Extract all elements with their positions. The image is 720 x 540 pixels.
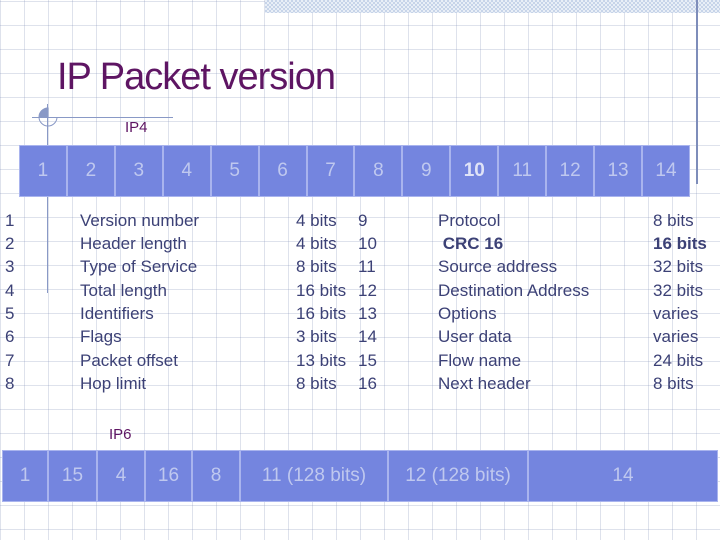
field-bits: 4 bits <box>296 210 337 230</box>
ip6-cell-11: 11 (128 bits) <box>240 450 388 502</box>
field-number: 7 <box>5 350 15 370</box>
ip4-cell-2: 2 <box>66 145 115 197</box>
ip4-cell-11: 11 <box>498 145 547 197</box>
field-name: Packet offset <box>80 350 178 370</box>
ip4-header-row: 1 2 3 4 5 6 7 8 9 10 11 12 13 14 <box>19 145 690 197</box>
field-name: Protocol <box>438 210 501 230</box>
field-names-left: Version number Header length Type of Ser… <box>80 209 199 396</box>
field-bits: 32 bits <box>653 257 704 277</box>
field-name: Type of Service <box>80 257 198 277</box>
field-bits: 8 bits <box>653 210 694 230</box>
ip4-cell-12: 12 <box>546 145 595 197</box>
field-bits: 8 bits <box>296 374 337 394</box>
ip4-cell-3: 3 <box>114 145 163 197</box>
field-number: 15 <box>358 350 377 370</box>
ip4-cell-13: 13 <box>594 145 642 197</box>
field-numbers-left: 1 2 3 4 5 6 7 8 <box>5 209 14 396</box>
ip6-label: IP6 <box>109 426 132 443</box>
right-rule-line <box>696 0 698 184</box>
field-bits: 24 bits <box>653 350 704 370</box>
top-decoration-band <box>265 0 720 13</box>
ip4-cell-14: 14 <box>641 145 690 197</box>
field-number: 12 <box>358 280 377 300</box>
compass-icon <box>35 103 61 138</box>
field-number: 3 <box>5 257 15 277</box>
ip4-cell-8: 8 <box>354 145 403 197</box>
field-number: 1 <box>5 210 15 230</box>
field-number: 9 <box>358 210 368 230</box>
ip6-cell-8: 8 <box>192 450 240 502</box>
field-number: 8 <box>5 374 15 394</box>
ip4-cell-6: 6 <box>258 145 307 197</box>
ip6-cell-12: 12 (128 bits) <box>388 450 528 502</box>
ip6-cell-15: 15 <box>48 450 97 502</box>
ip4-cell-9: 9 <box>402 145 451 197</box>
field-bits-right: 8 bits 16 bits 32 bits 32 bits varies va… <box>653 209 707 396</box>
field-name: Total length <box>80 280 167 300</box>
field-name: User data <box>438 327 512 347</box>
left-rule-line <box>47 104 48 293</box>
field-number: 2 <box>5 234 15 254</box>
title-underline <box>32 117 173 118</box>
ip4-cell-10: 10 <box>450 145 499 197</box>
ip4-cell-7: 7 <box>306 145 355 197</box>
field-names-right: Protocol CRC 16 Source address Destinati… <box>438 209 589 396</box>
field-name: Next header <box>438 374 531 394</box>
ip4-cell-1: 1 <box>19 145 67 197</box>
ip4-cell-5: 5 <box>210 145 259 197</box>
field-bits-left: 4 bits 4 bits 8 bits 16 bits 16 bits 3 b… <box>296 209 346 396</box>
field-bits: 32 bits <box>653 280 704 300</box>
field-bits: 16 bits <box>653 234 707 254</box>
field-name: Identifiers <box>80 304 154 324</box>
ip4-cell-4: 4 <box>162 145 211 197</box>
field-number: 14 <box>358 327 377 347</box>
field-name: Header length <box>80 234 187 254</box>
field-name: CRC 16 <box>438 234 504 254</box>
field-number: 11 <box>358 257 376 277</box>
ip6-cell-1: 1 <box>2 450 48 502</box>
ip6-cell-4: 4 <box>97 450 145 502</box>
ip6-header-row: 1 15 4 16 8 11 (128 bits) 12 (128 bits) … <box>2 450 718 502</box>
field-name: Source address <box>438 257 558 277</box>
ip4-label: IP4 <box>125 119 148 136</box>
field-bits: varies <box>653 304 699 324</box>
ip6-cell-14: 14 <box>528 450 718 502</box>
field-number: 6 <box>5 327 15 347</box>
field-bits: 8 bits <box>653 374 694 394</box>
field-name: Version number <box>80 210 200 230</box>
field-bits: 13 bits <box>296 350 347 370</box>
field-number: 16 <box>358 374 377 394</box>
field-name: Destination Address <box>438 280 590 300</box>
field-bits: 8 bits <box>296 257 337 277</box>
page-title: IP Packet version <box>57 56 336 98</box>
field-number: 13 <box>358 304 377 324</box>
field-number: 5 <box>5 304 15 324</box>
field-bits: varies <box>653 327 699 347</box>
field-number: 4 <box>5 280 15 300</box>
ip6-cell-16: 16 <box>145 450 192 502</box>
field-bits: 4 bits <box>296 234 337 254</box>
field-number: 10 <box>358 234 377 254</box>
field-name: Hop limit <box>80 374 147 394</box>
field-name: Options <box>438 304 497 324</box>
field-name: Flow name <box>438 350 522 370</box>
field-name: Flags <box>80 327 122 347</box>
field-bits: 3 bits <box>296 327 337 347</box>
field-numbers-right: 9 10 11 12 13 14 15 16 <box>358 209 377 396</box>
field-bits: 16 bits <box>296 280 347 300</box>
field-bits: 16 bits <box>296 304 347 324</box>
